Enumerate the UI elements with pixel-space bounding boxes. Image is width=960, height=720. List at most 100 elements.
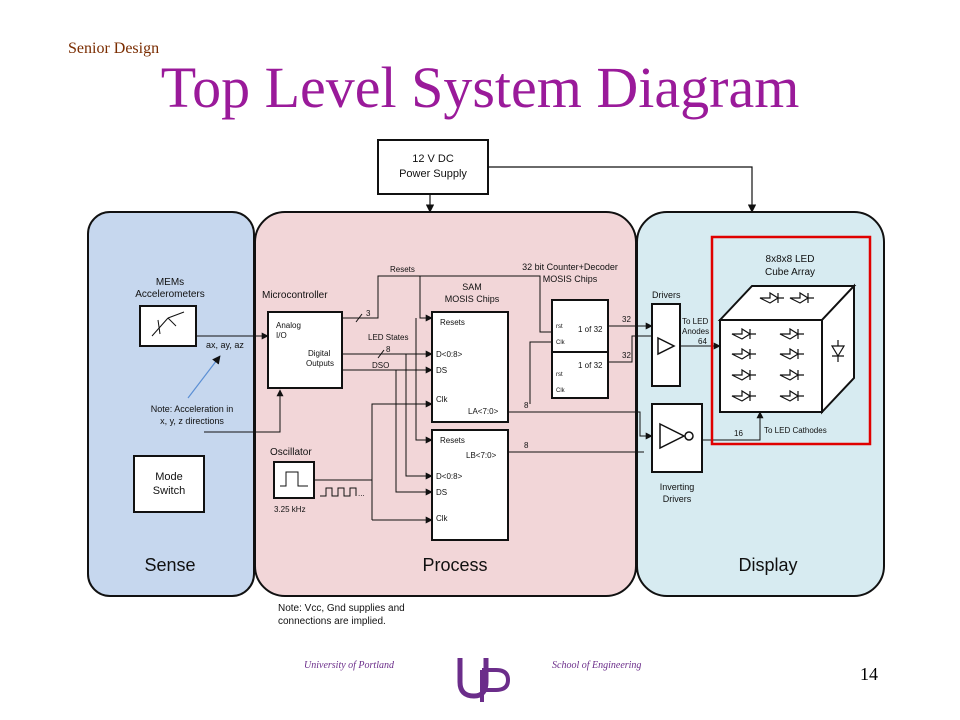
footer-university: University of Portland — [304, 660, 394, 671]
driver-buffer-icon — [657, 336, 676, 356]
to-anodes-line-2: Anodes — [682, 327, 709, 336]
bus-8b-label: 8 — [524, 401, 529, 410]
bus-8c-label: 8 — [524, 441, 529, 450]
oscillator-label: Oscillator — [270, 447, 312, 458]
power-supply-line-2: Power Supply — [399, 168, 467, 180]
oscillator-box — [273, 461, 315, 499]
chip-b-pin-ds: DS — [436, 488, 447, 497]
up-logo-icon — [457, 658, 511, 702]
axes-label: ax, ay, az — [206, 340, 244, 350]
chip-a-pin-ds: DS — [436, 366, 447, 375]
freq-label: 3.25 kHz — [274, 505, 306, 514]
resets-to-decoder — [420, 275, 552, 333]
decoder-a-clk: Clk — [556, 340, 566, 346]
sense-label: Sense — [144, 555, 195, 575]
counter-title-line-1: 32 bit Counter+Decoder — [522, 262, 618, 272]
mems-box — [139, 305, 197, 347]
mode-switch-box — [133, 455, 205, 513]
mode-switch-line-2: Switch — [153, 485, 185, 497]
page-number: 14 — [860, 664, 878, 684]
clock-ellipsis: ... — [358, 489, 365, 498]
dso-label: DSO — [372, 361, 389, 370]
bus-8a-label: 8 — [386, 345, 391, 354]
chip-a-pin-clk: Clk — [436, 395, 449, 404]
bus-16-label: 16 — [734, 429, 743, 438]
sam-title-line-1: SAM — [462, 282, 482, 292]
cube-highlight-box — [710, 235, 872, 446]
bus-3-slash — [355, 313, 363, 323]
slide-title: Top Level System Diagram — [160, 55, 800, 120]
clock-train-icon — [320, 487, 357, 497]
accelerometer-icon — [151, 311, 185, 337]
decoder-b-label: 1 of 32 — [578, 361, 603, 370]
digital-outputs-line-1: Digital — [308, 349, 330, 358]
switch-to-mcu-line — [204, 389, 284, 433]
sense-note-line-2: x, y, z directions — [160, 416, 224, 426]
counter-title-line-2: MOSIS Chips — [543, 274, 598, 284]
led-states-to-chip-b — [405, 354, 433, 480]
chip-a-to-inverter — [508, 411, 653, 440]
to-anodes-line-1: To LED — [682, 317, 708, 326]
cube-line-2: Cube Array — [765, 267, 815, 278]
chip-b-pin-resets: Resets — [440, 436, 465, 445]
mems-line-1: MEMs — [156, 277, 184, 288]
cube-line-1: 8x8x8 LED — [766, 254, 815, 265]
power-supply-box — [377, 139, 489, 195]
decoder-output-b — [608, 335, 652, 363]
decoder-b — [551, 351, 609, 399]
bus-3-label: 3 — [366, 309, 371, 318]
microcontroller-box — [267, 311, 343, 389]
display-label: Display — [738, 555, 797, 575]
header-label: Senior Design — [68, 40, 160, 57]
chip-a-pin-resets: Resets — [440, 318, 465, 327]
bus-64-label: 64 — [698, 337, 707, 346]
chip-b-pin-clk: Clk — [436, 514, 449, 523]
dso-to-chip-b — [395, 370, 433, 496]
inverting-drivers-line-1: Inverting — [660, 482, 695, 492]
mems-line-2: Accelerometers — [135, 289, 204, 300]
chip-b-out: LB<7:0> — [466, 451, 497, 460]
led-cube-icon — [717, 283, 857, 415]
sense-note-line-1: Note: Acceleration in — [151, 404, 234, 414]
bus-32a-label: 32 — [622, 315, 631, 324]
analog-io-line-1: Analog — [276, 321, 301, 330]
note-pointer — [187, 355, 221, 399]
footer-school: School of Engineering — [552, 660, 642, 671]
analog-io-line-2: I/O — [276, 331, 287, 340]
mode-switch-line-1: Mode — [155, 471, 183, 483]
decoder-a-rst: rst — [556, 324, 563, 330]
decoder-b-clk: Clk — [556, 388, 566, 394]
led-states-label: LED States — [368, 333, 408, 342]
sam-chip-a — [431, 311, 509, 423]
decoder-b-rst: rst — [556, 372, 563, 378]
sam-title-line-2: MOSIS Chips — [445, 294, 500, 304]
supply-note-line-1: Note: Vcc, Gnd supplies and — [278, 603, 405, 614]
led-diodes-icon — [731, 291, 846, 402]
bus-8a-slash — [377, 349, 385, 359]
resets-to-chip-b — [415, 318, 433, 444]
drivers-box — [651, 303, 681, 387]
power-to-display — [488, 166, 757, 213]
inverting-drivers-line-2: Drivers — [663, 494, 692, 504]
to-cathodes-label: To LED Cathodes — [764, 426, 827, 435]
resets-label: Resets — [390, 265, 415, 274]
clk-to-decoder — [529, 341, 552, 404]
supply-note-line-2: connections are implied. — [278, 616, 386, 627]
microcontroller-label: Microcontroller — [262, 290, 328, 301]
resets-line — [342, 275, 433, 322]
bus-32b-label: 32 — [622, 351, 631, 360]
chip-a-pin-d: D<0:8> — [436, 350, 463, 359]
process-label: Process — [422, 555, 487, 575]
power-supply-line-1: 12 V DC — [412, 153, 454, 165]
clk-line — [371, 400, 433, 520]
chip-b-pin-d: D<0:8> — [436, 472, 463, 481]
digital-outputs-line-2: Outputs — [306, 359, 334, 368]
inverter-bubble-icon — [684, 431, 694, 441]
cathodes-line — [702, 411, 764, 441]
chip-a-out: LA<7:0> — [468, 407, 499, 416]
decoder-a-label: 1 of 32 — [578, 325, 603, 334]
square-wave-icon — [280, 471, 308, 487]
inverter-icon — [659, 422, 686, 450]
sam-chip-b — [431, 429, 509, 541]
